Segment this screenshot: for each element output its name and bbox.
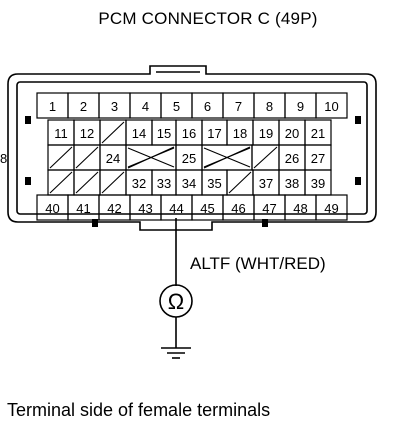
terminal-label: 35 <box>207 176 221 191</box>
terminal-label: 47 <box>262 201 276 216</box>
ground-icon <box>161 347 191 359</box>
terminal-label: 25 <box>182 151 196 166</box>
terminal-label: 1 <box>49 99 56 114</box>
terminal-label: 18 <box>233 126 247 141</box>
blank-cross <box>127 147 175 168</box>
terminal-label: 12 <box>80 126 94 141</box>
terminal-label: 38 <box>285 176 299 191</box>
terminal-label: 33 <box>157 176 171 191</box>
terminal-label: 39 <box>311 176 325 191</box>
terminal-label: 7 <box>235 99 242 114</box>
terminal-label: 45 <box>200 201 214 216</box>
ohm-symbol: Ω <box>168 289 184 314</box>
terminal-label: 15 <box>157 126 171 141</box>
terminal-label: 46 <box>231 201 245 216</box>
terminal-label: 43 <box>138 201 152 216</box>
blank-slash <box>49 171 73 194</box>
terminal-label: 34 <box>182 176 196 191</box>
terminal-label: 10 <box>324 99 338 114</box>
blank-slash <box>228 171 252 194</box>
terminal-label: 32 <box>132 176 146 191</box>
terminal-49 <box>315 194 348 221</box>
terminal-label: 40 <box>45 201 59 216</box>
terminal-label: 3 <box>111 99 118 114</box>
wire-label: ALTF (WHT/RED) <box>190 254 326 273</box>
blank-slash <box>253 146 278 169</box>
terminal-label: 5 <box>173 99 180 114</box>
terminal-10 <box>315 92 348 119</box>
blank-slash <box>101 121 125 144</box>
terminal-label: 44 <box>169 201 183 216</box>
diagram-title: PCM CONNECTOR C (49P) <box>98 9 318 28</box>
terminal-label: 28 <box>0 151 7 166</box>
terminal-label: 8 <box>266 99 273 114</box>
terminal-label: 4 <box>142 99 149 114</box>
blank-slash <box>49 146 73 169</box>
connector-latches <box>25 116 361 227</box>
terminal-label: 27 <box>311 151 325 166</box>
terminal-label: 9 <box>297 99 304 114</box>
terminal-label: 17 <box>207 126 221 141</box>
terminal-label: 37 <box>259 176 273 191</box>
blank-slash <box>75 171 99 194</box>
terminal-grid: 1234567891011121415161718192021242526272… <box>0 92 348 221</box>
terminal-label: 16 <box>182 126 196 141</box>
measurement-circuit <box>159 218 193 348</box>
blank-slash <box>75 146 99 169</box>
blank-slash <box>101 171 125 194</box>
terminal-label: 2 <box>80 99 87 114</box>
terminal-label: 19 <box>259 126 273 141</box>
terminal-label: 42 <box>107 201 121 216</box>
terminal-label: 14 <box>132 126 146 141</box>
terminal-label: 41 <box>76 201 90 216</box>
blank-cross <box>203 147 251 168</box>
terminal-label: 11 <box>54 126 68 141</box>
blank-terminal-markers <box>49 121 278 194</box>
diagram-caption: Terminal side of female terminals <box>7 400 271 420</box>
terminal-label: 48 <box>293 201 307 216</box>
terminal-label: 49 <box>324 201 338 216</box>
terminal-label: 26 <box>285 151 299 166</box>
terminal-label: 24 <box>106 151 120 166</box>
terminal-label: 6 <box>204 99 211 114</box>
terminal-label: 20 <box>285 126 299 141</box>
terminal-label: 21 <box>311 126 325 141</box>
